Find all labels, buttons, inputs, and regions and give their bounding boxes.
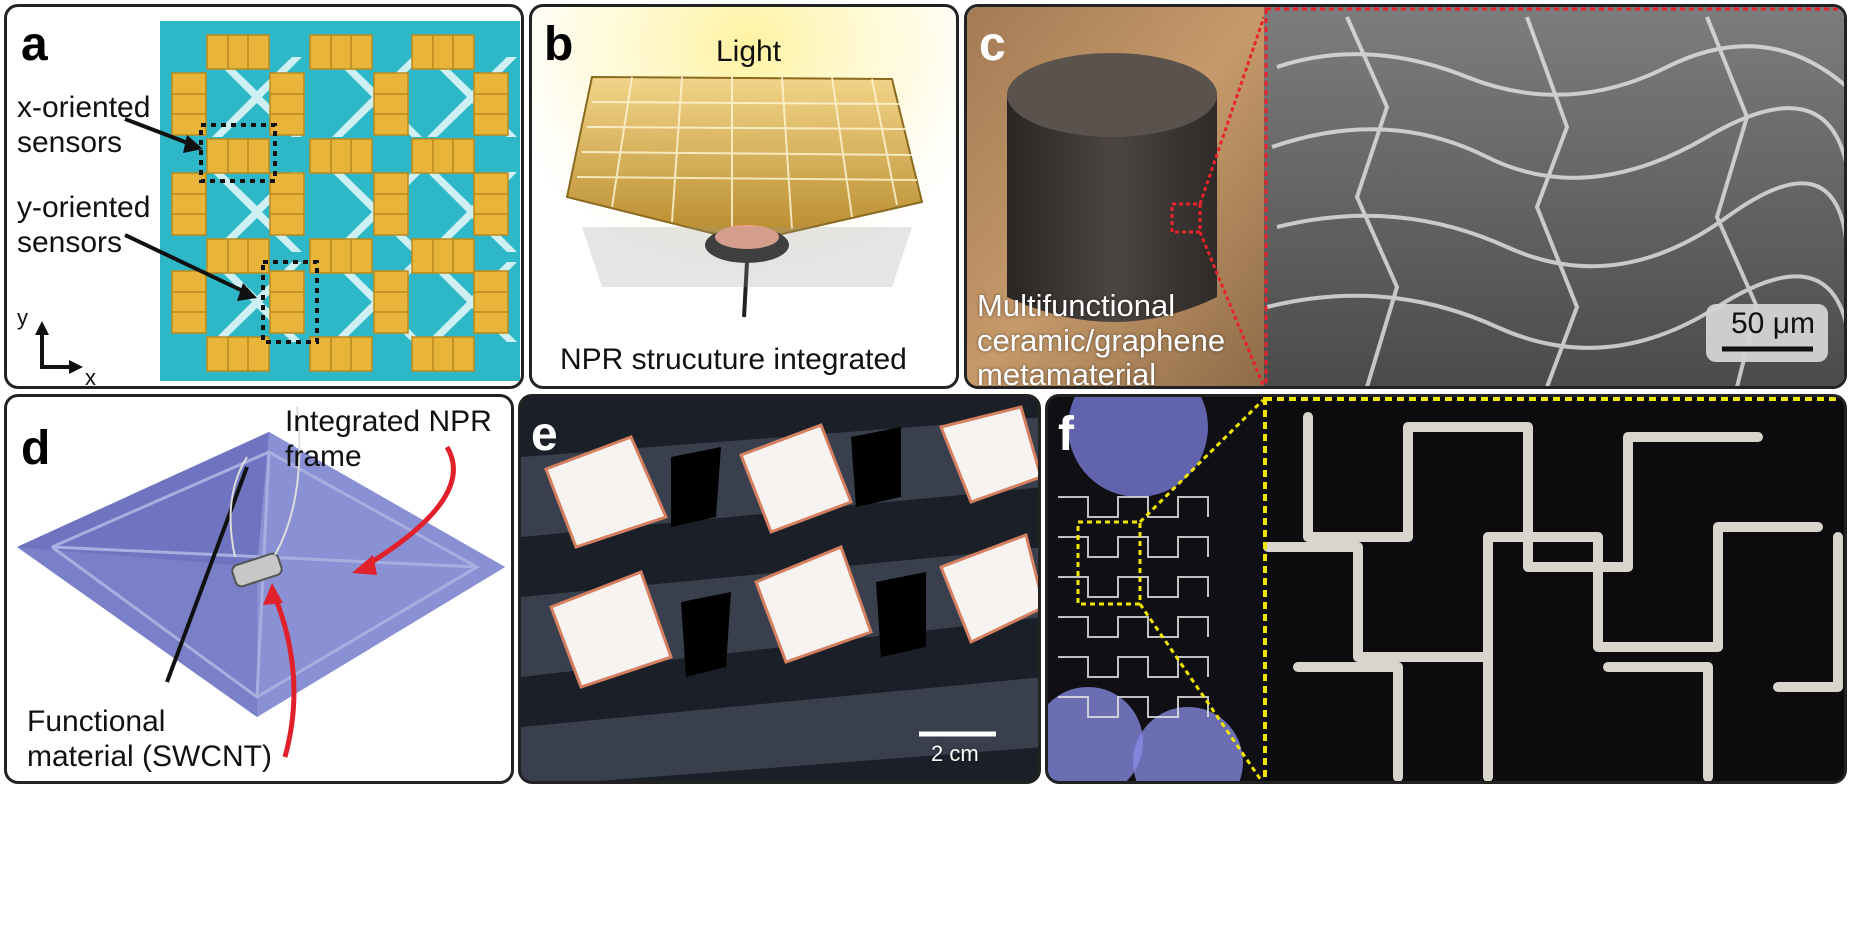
npr-frame-diagram bbox=[17, 406, 505, 758]
panel-f-label: f bbox=[1058, 408, 1074, 461]
panel-e-label: e bbox=[531, 408, 558, 461]
panel-b: b Light NPR strucuture integrated bbox=[529, 4, 959, 389]
scale-bar-2cm: 2 cm bbox=[931, 741, 979, 766]
panel-f: f bbox=[1045, 394, 1847, 784]
panel-c-label: c bbox=[979, 18, 1006, 71]
panel-d: d Integrated NPR frame Functional materi… bbox=[4, 394, 514, 784]
npr-sensor-photo bbox=[521, 397, 1038, 781]
sensor-array-diagram bbox=[35, 21, 520, 381]
panel-c: c Multifunctional ceramic/graphene metam… bbox=[964, 4, 1847, 389]
integrated-npr-frame-label: Integrated NPR frame bbox=[285, 405, 492, 473]
panel-e: e 2 cm bbox=[518, 394, 1041, 784]
kirigami-pattern-photo bbox=[1048, 397, 1844, 781]
panel-a: a bbox=[4, 4, 524, 389]
axis-y-label: y bbox=[17, 305, 28, 330]
scale-bar-50um: 50 μm bbox=[1731, 307, 1815, 340]
ceramic-graphene-caption: Multifunctional ceramic/graphene metamat… bbox=[977, 288, 1226, 389]
npr-light-diagram bbox=[532, 7, 956, 386]
x-oriented-sensors-label: x-oriented sensors bbox=[17, 91, 151, 159]
functional-material-label: Functional material (SWCNT) bbox=[27, 705, 272, 773]
ceramic-graphene-photo bbox=[967, 7, 1844, 386]
y-oriented-sensors-label: y-oriented sensors bbox=[17, 191, 151, 259]
panel-a-label: a bbox=[21, 18, 48, 71]
panel-d-label: d bbox=[21, 422, 51, 475]
npr-integrated-caption: NPR strucuture integrated bbox=[560, 343, 907, 376]
panel-b-label: b bbox=[544, 18, 574, 71]
axis-x-label: x bbox=[85, 365, 96, 389]
light-label: Light bbox=[716, 35, 782, 68]
